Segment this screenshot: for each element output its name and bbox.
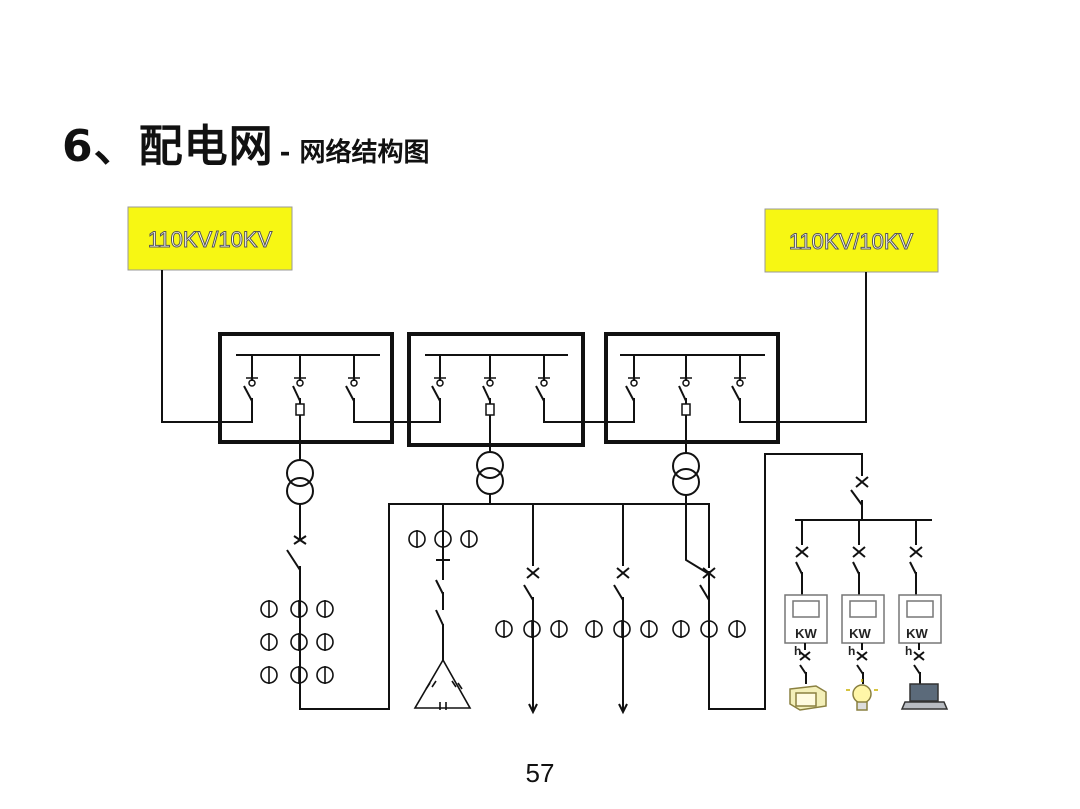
feeder-left [161, 270, 218, 423]
substation-right-label: 110KV/10KV [789, 229, 914, 254]
title-main: 6、配电网 [62, 121, 274, 172]
light-bulb-icon [846, 679, 878, 711]
slide-title: 6、配电网- 网络结构图 [62, 110, 429, 174]
branch-delta [408, 504, 478, 710]
tv-icon [789, 685, 827, 711]
branch-left [286, 503, 710, 710]
meter-1-label: KW [795, 626, 817, 641]
meter-2-label: KW [849, 626, 871, 641]
lv-distribution [795, 476, 932, 595]
title-subtitle: - 网络结构图 [279, 138, 430, 168]
meter-3-label: KW [906, 626, 928, 641]
branch-feeder-1 [495, 504, 568, 715]
page-number: 57 [525, 758, 555, 788]
transformer-1 [286, 442, 314, 540]
ring-main-unit-1 [218, 332, 394, 444]
meter-3-unit: h [905, 644, 912, 658]
meter-1: KW h [784, 594, 828, 684]
transformer-2 [476, 445, 504, 504]
laptop-icon [900, 683, 949, 710]
branch-feeder-2 [585, 504, 658, 715]
meter-3: KW h [898, 594, 942, 684]
ring-main-unit-2 [407, 332, 585, 447]
substation-right: 110KV/10KV [764, 208, 939, 273]
substation-left-label: 110KV/10KV [148, 227, 273, 252]
meter-2: KW h [841, 594, 885, 684]
capacitor-bank-left [260, 600, 334, 684]
feeder-right [778, 272, 867, 423]
substation-left: 110KV/10KV [127, 206, 293, 271]
transformer-3 [672, 442, 863, 710]
meter-1-unit: h [794, 644, 801, 658]
meter-2-unit: h [848, 644, 855, 658]
branch-feeder-3 [672, 567, 746, 710]
ring-main-unit-3 [604, 332, 780, 444]
